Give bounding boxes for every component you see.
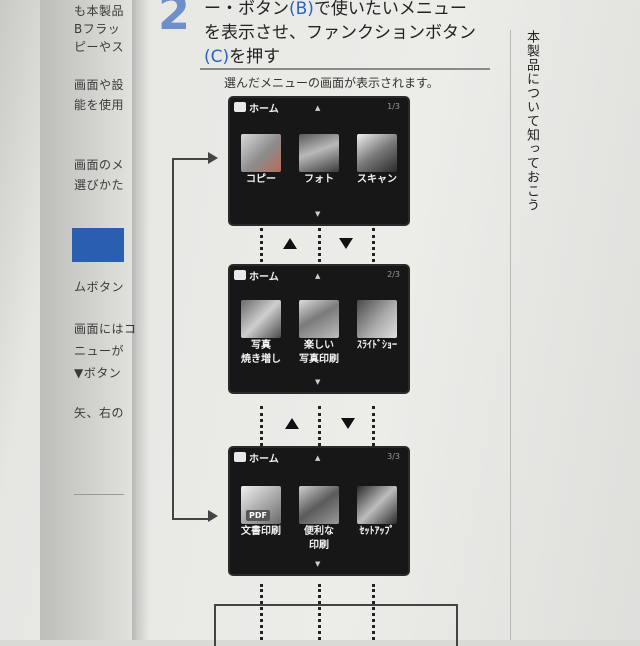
connector-dots: [260, 406, 265, 446]
down-arrow-icon: [341, 418, 355, 429]
step-text: で使いたいメニュー: [313, 0, 467, 19]
up-arrow-icon: [285, 418, 299, 429]
menu-tile-fun-photo-print[interactable]: 楽しい 写真印刷: [292, 300, 346, 366]
home-icon: [234, 452, 246, 462]
tile-label: 写真: [251, 340, 271, 351]
slideshow-icon: [357, 300, 397, 338]
button-ref-c: (C): [204, 47, 230, 67]
tile-label: スキャン: [357, 174, 397, 185]
scroll-up-icon: ▲: [315, 272, 321, 280]
useful-print-icon: [299, 486, 339, 524]
left-text-line: 選びかた: [74, 178, 125, 192]
scanner-icon: [357, 134, 397, 172]
left-text-line: ニューが: [74, 344, 125, 358]
tile-label: 文書印刷: [241, 526, 281, 537]
page-indicator: 2/3: [387, 270, 400, 279]
screen-title: ホーム: [249, 272, 279, 283]
caption: 選んだメニューの画面が表示されます。: [224, 76, 439, 90]
step-text: を押す: [229, 47, 281, 67]
tile-label: コピー: [246, 174, 276, 185]
step-instruction-line-2: を表示させ、ファンクションボタン: [204, 23, 476, 43]
scroll-up-icon: ▲: [315, 454, 321, 462]
connector-dots: [372, 228, 377, 262]
up-arrow-icon: [283, 238, 297, 249]
button-ref-b: (B): [289, 0, 314, 19]
screen-title: ホーム: [249, 454, 279, 465]
margin-rule: [510, 30, 511, 640]
left-text-line: 画面のメ: [74, 158, 125, 172]
menu-tile-useful-print[interactable]: 便利な 印刷: [292, 486, 346, 552]
tile-label: フォト: [304, 174, 334, 185]
section-divider: [200, 68, 490, 70]
step-instruction-line-1: ー・ボタン(B)で使いたいメニュー: [204, 0, 467, 19]
menu-tile-copy[interactable]: コピー: [234, 134, 288, 186]
photo-reprint-icon: [241, 300, 281, 338]
left-text-line: も本製品: [74, 4, 125, 18]
menu-tile-photo-reprint[interactable]: 写真 焼き増し: [234, 300, 288, 366]
scroll-down-icon: ▼: [315, 210, 321, 218]
side-chapter-title: 本製品について知っておこう: [524, 30, 539, 212]
scroll-up-icon: ▲: [315, 104, 321, 112]
home-icon: [234, 102, 246, 112]
left-text-line: ▼ボタン: [74, 366, 122, 380]
connector-dots: [372, 406, 377, 446]
screen-title: ホーム: [249, 104, 279, 115]
scroll-down-icon: ▼: [315, 378, 321, 386]
pdf-badge: PDF: [246, 510, 270, 521]
arrow-right-icon: [208, 152, 218, 164]
tile-label-2: 写真印刷: [299, 354, 339, 365]
previous-page-column: [40, 0, 136, 640]
step-text: ー・ボタン: [204, 0, 289, 19]
menu-screen-3: ホーム 3/3 ▲ PDF 文書印刷 便利な 印刷 ｾｯﾄｱｯﾌﾟ ▼: [230, 448, 408, 574]
connector-dots: [260, 584, 265, 640]
photo-icon: [299, 134, 339, 172]
tile-label: ｽﾗｲﾄﾞｼｮｰ: [357, 340, 397, 351]
left-text-line: 矢、右の: [74, 406, 125, 420]
connector-dots: [260, 228, 265, 262]
divider: [74, 494, 124, 495]
left-text-line: 能を使用: [74, 98, 125, 112]
left-text-line: ピーやス: [74, 40, 125, 54]
home-icon: [234, 270, 246, 280]
menu-tile-photo[interactable]: フォト: [292, 134, 346, 186]
connector-dots: [318, 406, 323, 446]
page-gutter-shadow: [132, 0, 150, 640]
down-arrow-icon: [339, 238, 353, 249]
blue-section-marker: [72, 228, 124, 262]
menu-tile-slideshow[interactable]: ｽﾗｲﾄﾞｼｮｰ: [350, 300, 404, 352]
loop-bracket: [172, 158, 212, 520]
connector-dots: [318, 228, 323, 262]
connector-dots: [318, 584, 323, 640]
connector-dots: [372, 584, 377, 640]
step-instruction-line-3: (C)を押す: [204, 42, 280, 67]
menu-tile-setup[interactable]: ｾｯﾄｱｯﾌﾟ: [350, 486, 404, 538]
menu-screen-1: ホーム 1/3 ▲ コピー フォト スキャン ▼: [230, 98, 408, 224]
copy-icon: [241, 134, 281, 172]
tile-label: 楽しい: [304, 340, 334, 351]
fun-photo-print-icon: [299, 300, 339, 338]
step-number: 2: [158, 0, 191, 40]
left-text-line: ムボタン: [74, 280, 125, 294]
tile-label-2: 焼き増し: [241, 354, 281, 365]
menu-screen-2: ホーム 2/3 ▲ 写真 焼き増し 楽しい 写真印刷 ｽﾗｲﾄﾞｼｮｰ ▼: [230, 266, 408, 392]
page-indicator: 1/3: [387, 102, 400, 111]
tile-label: ｾｯﾄｱｯﾌﾟ: [359, 526, 395, 537]
left-text-line: 画面にはコ: [74, 322, 137, 336]
arrow-right-icon: [208, 510, 218, 522]
left-text-line: 画面や設: [74, 78, 125, 92]
scroll-down-icon: ▼: [315, 560, 321, 568]
left-text-line: Bフラッ: [74, 22, 121, 36]
bottom-frame: [214, 604, 458, 646]
tile-label: 便利な: [304, 526, 334, 537]
setup-icon: [357, 486, 397, 524]
tile-label-2: 印刷: [309, 540, 329, 551]
menu-tile-document-print[interactable]: PDF 文書印刷: [234, 486, 288, 538]
page-indicator: 3/3: [387, 452, 400, 461]
menu-tile-scan[interactable]: スキャン: [350, 134, 404, 186]
